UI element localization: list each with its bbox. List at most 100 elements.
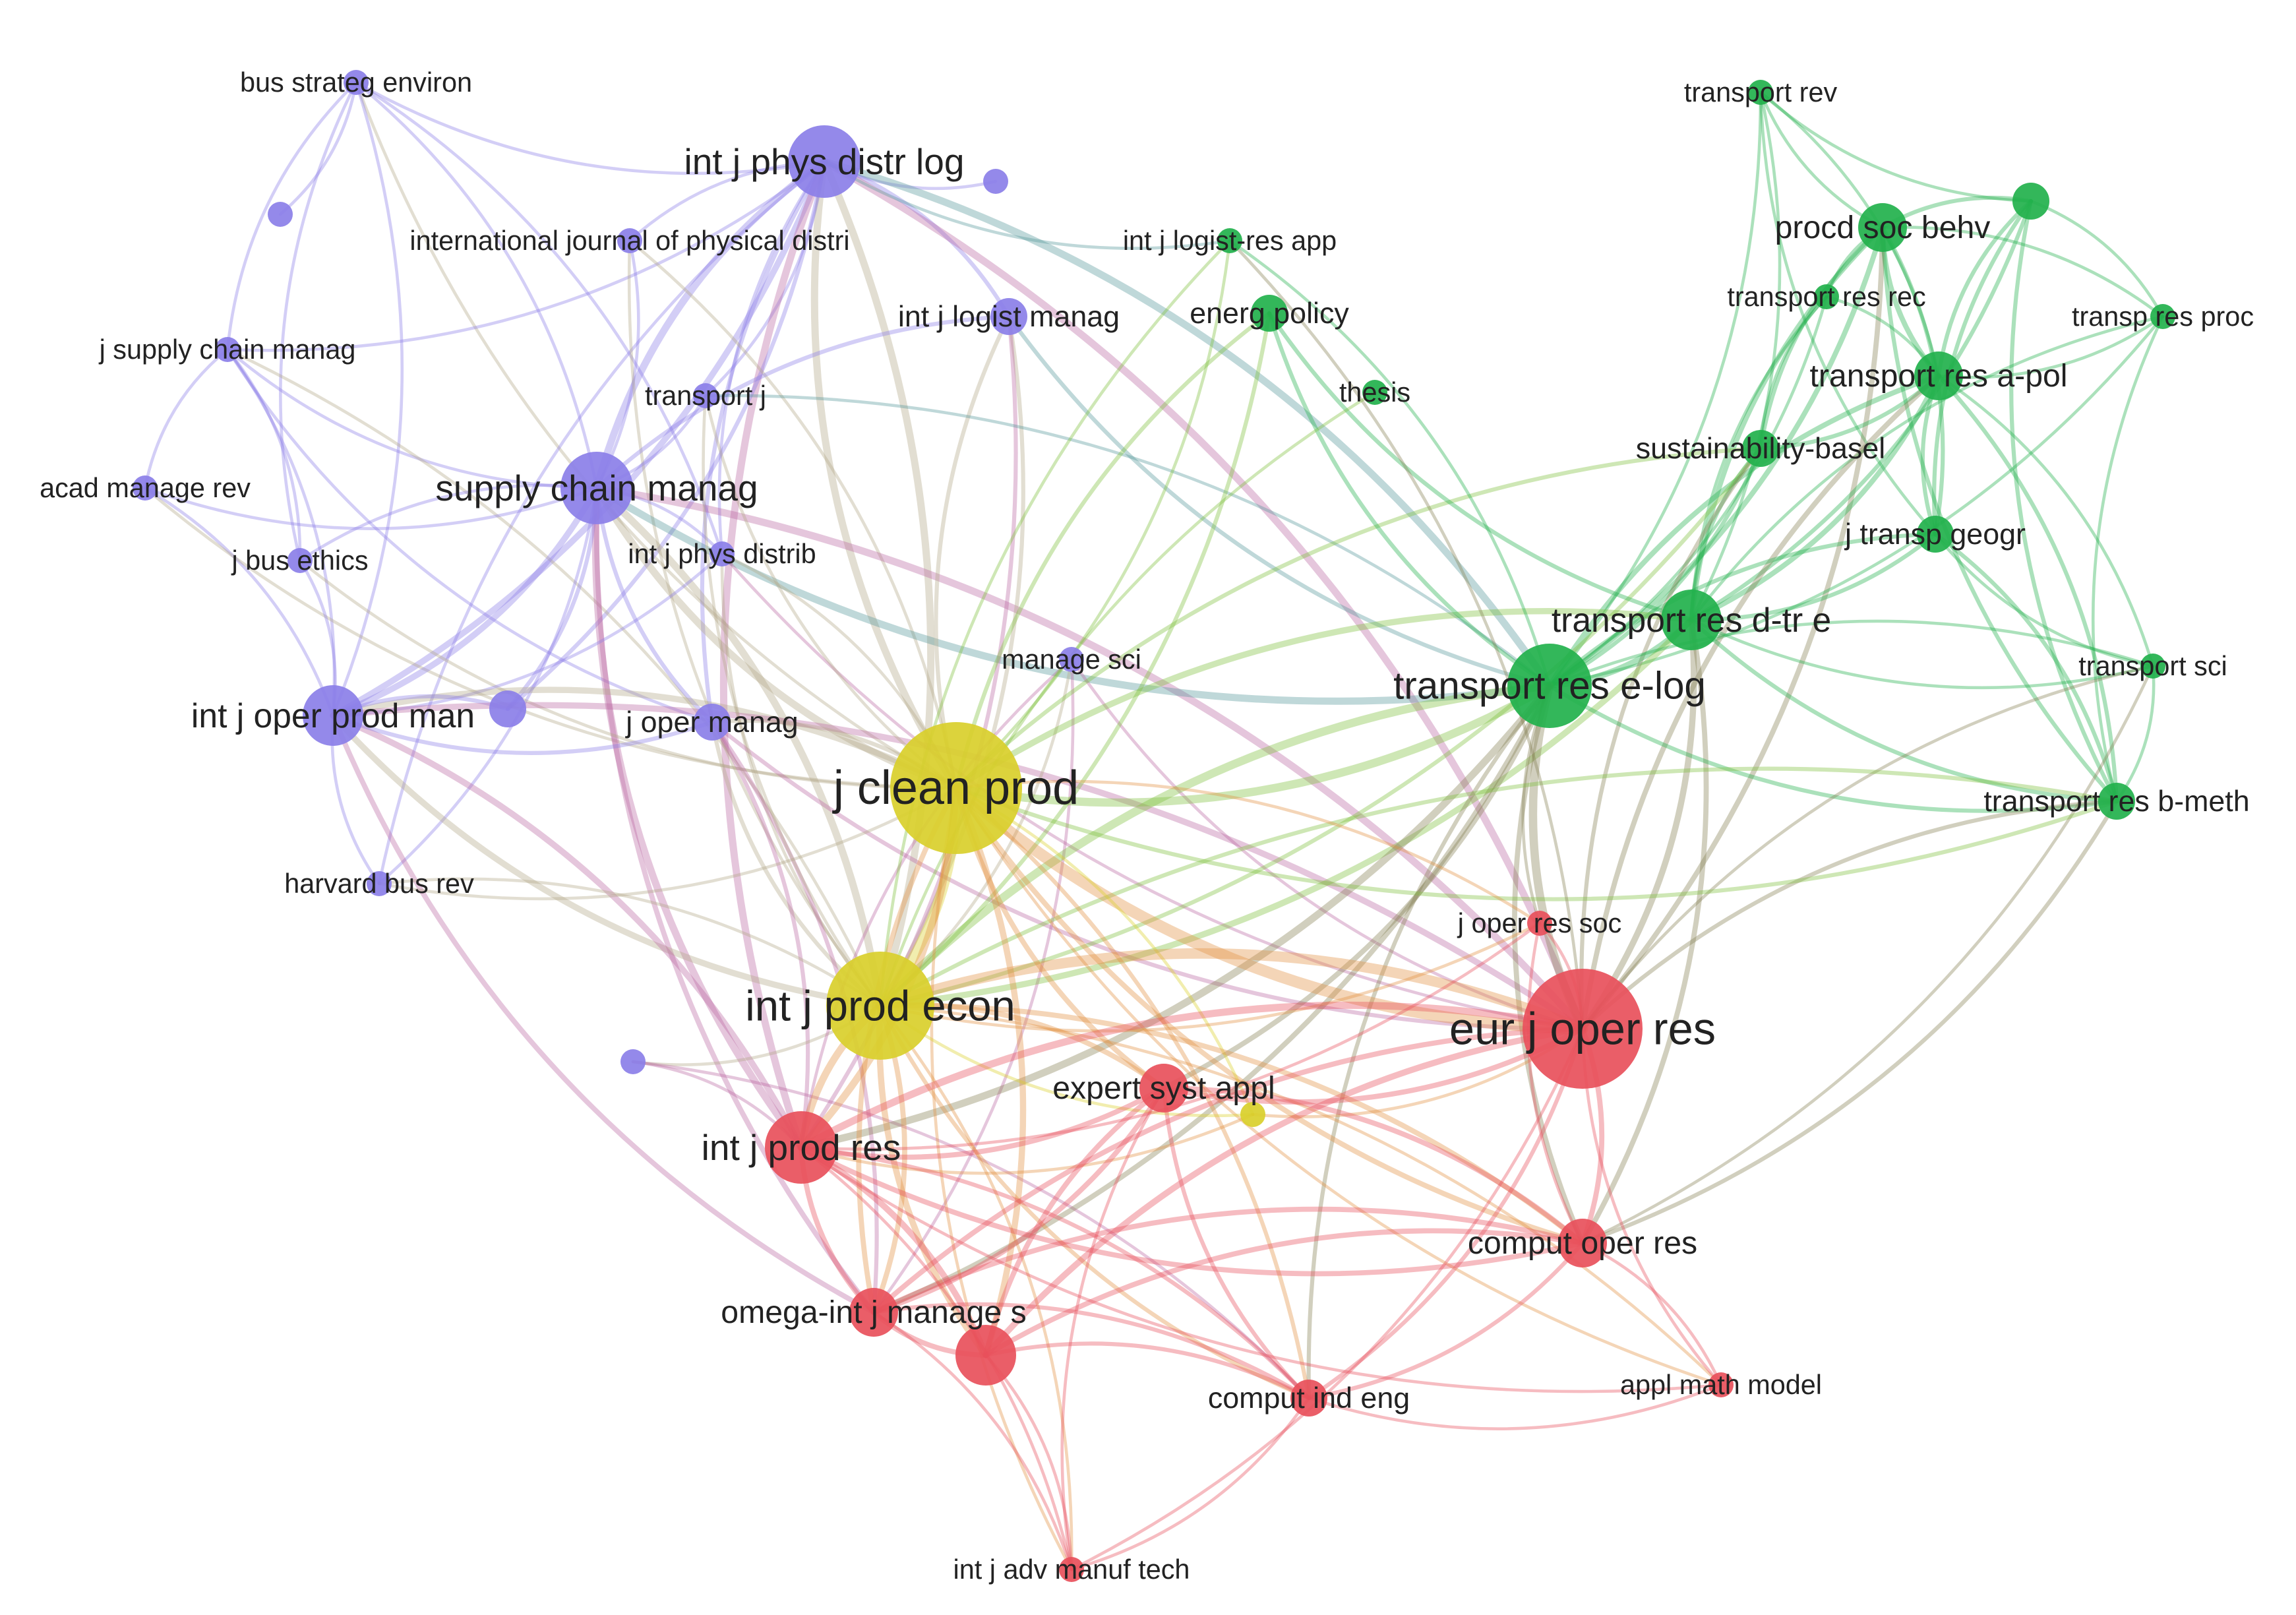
- link-transport-res-e-log--omega-int-j-manage-s: [871, 683, 1552, 1315]
- link-transport-rev--transport-res-e-log: [1548, 90, 1763, 688]
- link-bus-strateg-environ--int-j-phys-distrib: [354, 80, 724, 556]
- node-transport-res-b-meth[interactable]: [2098, 783, 2135, 820]
- link-int-j-logist-manag--j-clean-prod: [934, 314, 1012, 791]
- link-manage-sci--eur-j-oper-res: [1070, 657, 1585, 1031]
- link-supply-chain-manag--int-j-logist-manag: [594, 314, 1012, 491]
- link-procd-soc-behv--eur-j-oper-res: [1580, 225, 1885, 1031]
- node-int-j-oper-prod-man[interactable]: [303, 685, 363, 746]
- node-transport-rev[interactable]: [1748, 80, 1773, 105]
- label-int-j-logist-res-app: int j logist-res app: [1123, 226, 1337, 256]
- node-expert-syst-appl[interactable]: [1139, 1064, 1188, 1112]
- node-harvard-bus-rev[interactable]: [367, 871, 392, 896]
- node-yellow-unlabeled-1[interactable]: [1240, 1102, 1265, 1127]
- link-expert-syst-appl--comput-oper-res: [1161, 1085, 1585, 1246]
- node-procd-soc-behv[interactable]: [1858, 203, 1907, 252]
- node-comput-oper-res[interactable]: [1558, 1219, 1607, 1267]
- link-j-oper-res-soc--comput-oper-res: [1526, 921, 1585, 1245]
- link-transport-res-a-pol--sustainability-basel: [1758, 373, 1941, 451]
- node-int-j-logist-res-app[interactable]: [1217, 228, 1242, 253]
- node-omega-int-j-manage-s[interactable]: [849, 1288, 898, 1337]
- label-j-bus-ethics: j bus ethics: [230, 545, 368, 576]
- node-purple-unlabeled-3[interactable]: [489, 690, 526, 727]
- label-procd-soc-behv: procd soc behv: [1775, 210, 1991, 245]
- node-sustainability-basel[interactable]: [1742, 430, 1779, 467]
- node-int-j-logist-manag[interactable]: [990, 298, 1027, 335]
- link-supply-chain-manag--j-bus-ethics: [298, 483, 599, 563]
- label-acad-manage-rev: acad manage rev: [40, 473, 251, 503]
- node-manage-sci[interactable]: [1059, 647, 1084, 672]
- link-manage-sci--omega-int-j-manage-s: [872, 657, 1075, 1314]
- node-transport-res-a-pol[interactable]: [1914, 351, 1963, 400]
- node-comput-ind-eng[interactable]: [1290, 1380, 1327, 1417]
- link-j-oper-manag--eur-j-oper-res: [710, 719, 1585, 1031]
- node-international-journal-of-physical-distri[interactable]: [617, 228, 642, 253]
- node-transport-sci[interactable]: [2140, 654, 2165, 679]
- link-supply-chain-manag--int-j-prod-res: [591, 484, 805, 1151]
- label-int-j-adv-manuf-tech: int j adv manuf tech: [953, 1554, 1190, 1585]
- node-purple-unlabeled-2[interactable]: [983, 169, 1008, 194]
- node-acad-manage-rev[interactable]: [133, 475, 158, 501]
- link-transport-res-e-log--comput-oper-res: [1512, 683, 1585, 1246]
- node-green-unlabeled-1[interactable]: [2012, 183, 2049, 220]
- link-j-supply-chain-manag--int-j-prod-econ: [226, 348, 882, 1008]
- link-transport-j--int-j-prod-econ: [702, 394, 882, 1008]
- node-supply-chain-manag[interactable]: [560, 452, 633, 524]
- link-int-j-phys-distr-log--j-clean-prod: [810, 158, 960, 792]
- link-comput-ind-eng--appl-math-model: [1307, 1383, 1723, 1430]
- node-j-transp-geogr[interactable]: [1917, 516, 1954, 553]
- node-int-j-phys-distrib[interactable]: [710, 541, 735, 566]
- node-energ-policy[interactable]: [1251, 295, 1288, 332]
- node-red-unlabeled-1[interactable]: [955, 1325, 1016, 1386]
- link-int-j-logist-res-app--eur-j-oper-res: [1228, 239, 1585, 1031]
- link-transp-res-proc--transport-res-d-tr-e: [1689, 315, 2165, 622]
- node-transport-res-d-tr-e[interactable]: [1661, 590, 1722, 650]
- link-int-j-phys-distr-log--eur-j-oper-res: [820, 158, 1586, 1033]
- node-transport-j[interactable]: [693, 383, 718, 408]
- label-transport-j: transport j: [645, 381, 766, 411]
- node-purple-unlabeled-1[interactable]: [268, 202, 293, 227]
- label-transport-res-b-meth: transport res b-meth: [1983, 785, 2249, 818]
- node-j-bus-ethics[interactable]: [287, 548, 313, 573]
- link-expert-syst-appl--int-j-adv-manuf-tech: [1060, 1086, 1166, 1571]
- link-supply-chain-manag--eur-j-oper-res: [593, 484, 1586, 1033]
- link-int-j-phys-distr-log--j-oper-manag: [700, 159, 827, 725]
- link-international-journal-of-physical-distri--j-clean-prod: [628, 239, 958, 790]
- link-j-clean-prod--comput-ind-eng: [953, 785, 1312, 1401]
- node-purple-unlabeled-4[interactable]: [620, 1049, 646, 1074]
- link-j-supply-chain-manag--j-bus-ethics: [226, 348, 302, 563]
- label-thesis: thesis: [1339, 377, 1410, 408]
- link-transport-res-e-log--int-j-prod-res: [797, 682, 1554, 1151]
- link-transport-res-a-pol--eur-j-oper-res: [1580, 373, 1941, 1031]
- node-eur-j-oper-res[interactable]: [1523, 969, 1643, 1089]
- node-int-j-prod-econ[interactable]: [826, 952, 934, 1060]
- label-manage-sci: manage sci: [1002, 644, 1141, 675]
- nodes-layer: [133, 70, 2175, 1582]
- node-j-clean-prod[interactable]: [890, 722, 1022, 854]
- link-comput-oper-res--comput-ind-eng: [1306, 1240, 1585, 1401]
- link-supply-chain-manag--omega-int-j-manage-s: [593, 485, 876, 1315]
- node-appl-math-model[interactable]: [1708, 1372, 1734, 1397]
- node-transport-res-e-log[interactable]: [1507, 644, 1592, 728]
- link-transport-res-e-log--comput-ind-eng: [1306, 683, 1552, 1401]
- node-int-j-phys-distr-log[interactable]: [788, 125, 861, 198]
- node-j-supply-chain-manag[interactable]: [215, 337, 240, 362]
- link-j-transp-geogr--transport-sci: [1933, 532, 2155, 668]
- link-procd-soc-behv--sustainability-basel: [1758, 225, 1885, 451]
- link-int-j-phys-distrib--int-j-prod-econ: [720, 552, 882, 1008]
- node-j-oper-res-soc[interactable]: [1527, 911, 1552, 936]
- link-procd-soc-behv--transport-res-e-log: [1547, 225, 1885, 688]
- link-transport-res-d-tr-e--transport-res-b-meth: [1689, 617, 2119, 804]
- node-thesis[interactable]: [1362, 380, 1387, 405]
- node-int-j-adv-manuf-tech[interactable]: [1059, 1557, 1084, 1582]
- link-transport-res-a-pol--transport-res-b-meth: [1936, 373, 2119, 804]
- node-int-j-prod-res[interactable]: [765, 1111, 837, 1184]
- link-transport-res-a-pol--transport-sci: [1937, 374, 2155, 668]
- node-transp-res-proc[interactable]: [2150, 304, 2175, 329]
- link-int-j-logist-manag--int-j-prod-econ: [878, 314, 1025, 1008]
- link-transport-res-e-log--int-j-prod-econ: [876, 681, 1554, 1010]
- node-bus-strateg-environ[interactable]: [344, 70, 369, 95]
- node-transport-res-rec[interactable]: [1814, 284, 1839, 309]
- node-j-oper-manag[interactable]: [694, 704, 731, 741]
- link-int-j-phys-distr-log--int-j-prod-econ: [820, 158, 935, 1010]
